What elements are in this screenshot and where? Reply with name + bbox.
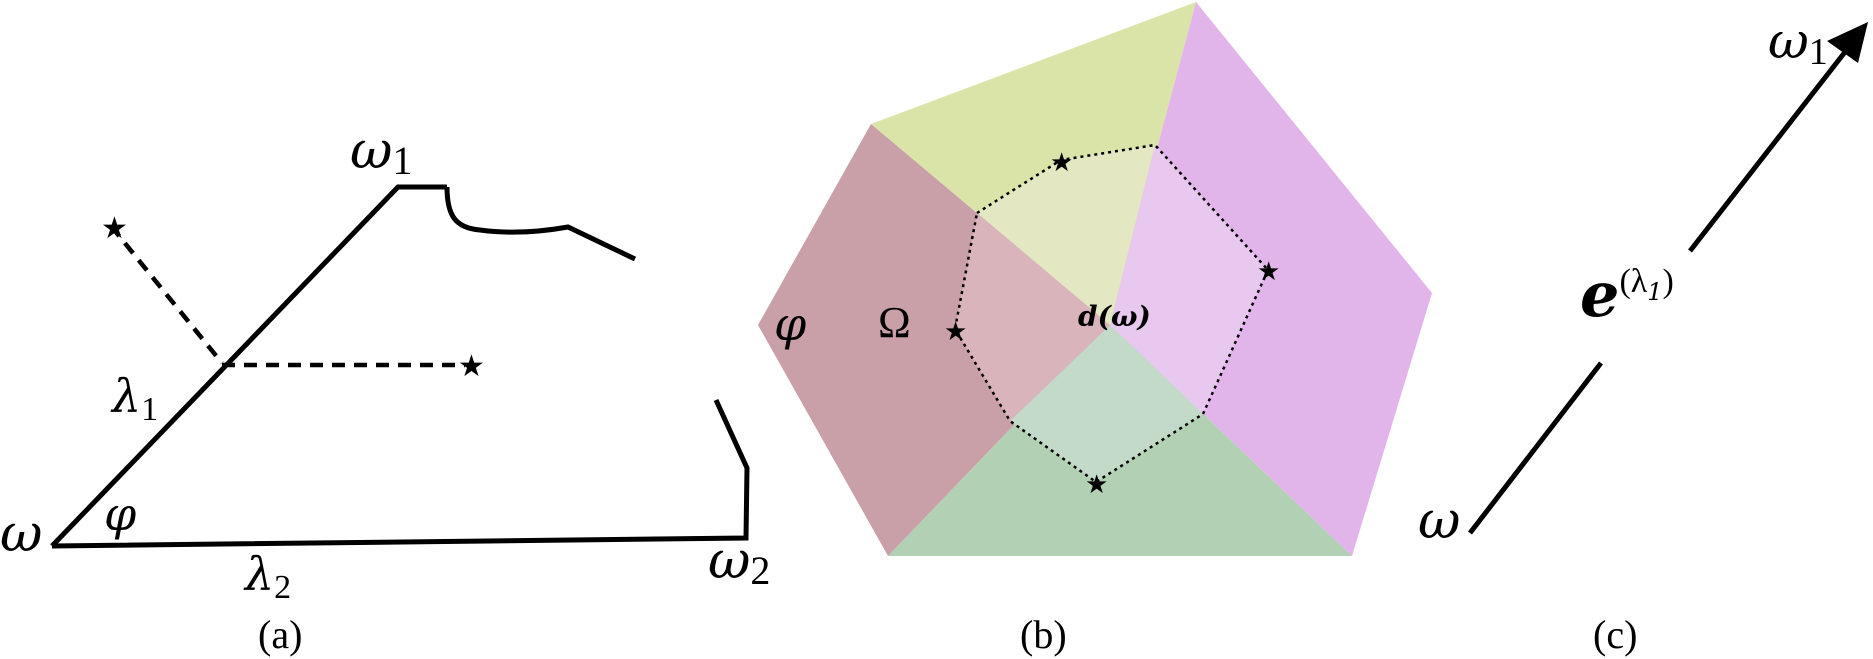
panel-b-star-left: ★ — [944, 317, 967, 347]
panel-a-left-edge — [50, 184, 447, 548]
panel-a-bottom-edge — [51, 398, 750, 549]
panel-b-inner-left — [955, 213, 1110, 421]
panel-c: ω1 e(λ1) ω (c) — [1418, 12, 1868, 657]
panel-b-inner-top — [977, 145, 1155, 325]
panel-b-phi-label: φ — [774, 297, 807, 351]
panel-b: ★ ★ ★ ★ φ Ω d(ω) (b) — [758, 2, 1432, 657]
panel-b-star-right: ★ — [1257, 257, 1280, 287]
panel-a-dashed-diagonal — [109, 224, 224, 365]
panel-b-Omega-label: Ω — [878, 298, 911, 347]
panel-a-star-right: ★ — [458, 349, 485, 384]
panel-b-star-bottom: ★ — [1085, 470, 1108, 500]
panel-b-inner-bottom — [1010, 325, 1203, 482]
panel-c-arrowhead — [1827, 22, 1868, 63]
panel-a-top-curve — [444, 186, 637, 262]
panel-a: ★ ★ ω1 λ1 φ ω λ2 ω2 (a) — [0, 121, 770, 657]
panel-c-arrow-upper — [1688, 50, 1847, 253]
panel-a-lambda1-label: λ1 — [110, 369, 158, 428]
panel-a-omega-label: ω — [0, 504, 42, 564]
panel-a-star-top: ★ — [101, 211, 128, 246]
panel-c-omega1-label: ω1 — [1768, 12, 1828, 73]
panel-b-region-right — [1110, 2, 1432, 556]
panel-a-lambda2-label: λ2 — [243, 547, 291, 606]
panel-b-region-left — [758, 124, 1110, 556]
panel-a-caption: (a) — [258, 612, 302, 657]
panel-b-inner-right — [1110, 145, 1268, 414]
panel-c-e-label: e(λ1) — [1580, 258, 1674, 331]
panel-a-phi-label: φ — [104, 487, 137, 541]
panel-a-omega2-label: ω2 — [708, 531, 770, 593]
panel-b-d-omega-label: d(ω) — [1078, 300, 1151, 333]
panel-b-caption: (b) — [1020, 612, 1067, 657]
panel-b-star-top: ★ — [1050, 148, 1073, 178]
panel-c-omega-label: ω — [1418, 491, 1460, 551]
panel-c-caption: (c) — [1593, 612, 1637, 657]
panel-a-omega1-label: ω1 — [350, 121, 412, 183]
panel-c-arrow-lower — [1468, 361, 1603, 535]
